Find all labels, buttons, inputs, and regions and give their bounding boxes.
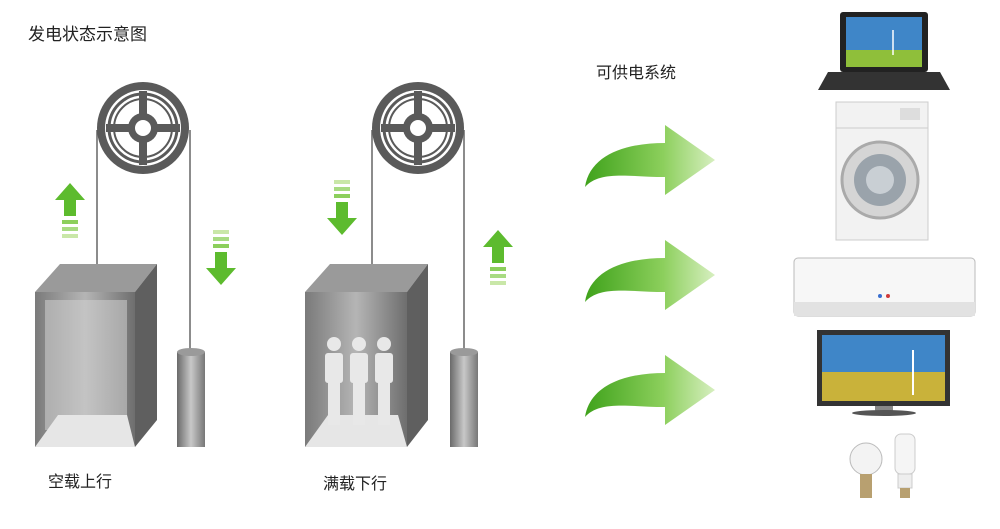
down-arrow-icon <box>327 180 357 235</box>
scenario-empty-up: 空载上行 <box>35 80 236 491</box>
supply-system-label: 可供电系统 <box>596 63 676 82</box>
laptop-icon <box>818 12 950 90</box>
supply-arrow-icon <box>585 355 715 425</box>
counterweight <box>177 348 205 447</box>
pulley-icon <box>370 80 466 176</box>
passengers-icon <box>325 337 393 425</box>
counterweight <box>450 348 478 447</box>
diagram-title: 发电状态示意图 <box>28 25 147 45</box>
up-arrow-icon <box>55 183 85 238</box>
light-bulbs-icon <box>849 433 916 498</box>
up-arrow-icon <box>483 230 513 285</box>
elevator-car <box>35 264 157 447</box>
scenario-full-down: 满载下行 <box>305 80 513 493</box>
supply-arrow-icon <box>585 125 715 195</box>
down-arrow-icon <box>206 230 236 285</box>
pulley-icon <box>95 80 191 176</box>
elevator-car <box>305 264 428 447</box>
air-conditioner-icon <box>793 257 976 317</box>
washing-machine-icon <box>835 101 929 241</box>
scenario-label-full-down: 满载下行 <box>323 474 387 493</box>
television-icon <box>817 330 950 416</box>
scenario-label-empty-up: 空载上行 <box>48 472 112 491</box>
supply-arrow-icon <box>585 240 715 310</box>
